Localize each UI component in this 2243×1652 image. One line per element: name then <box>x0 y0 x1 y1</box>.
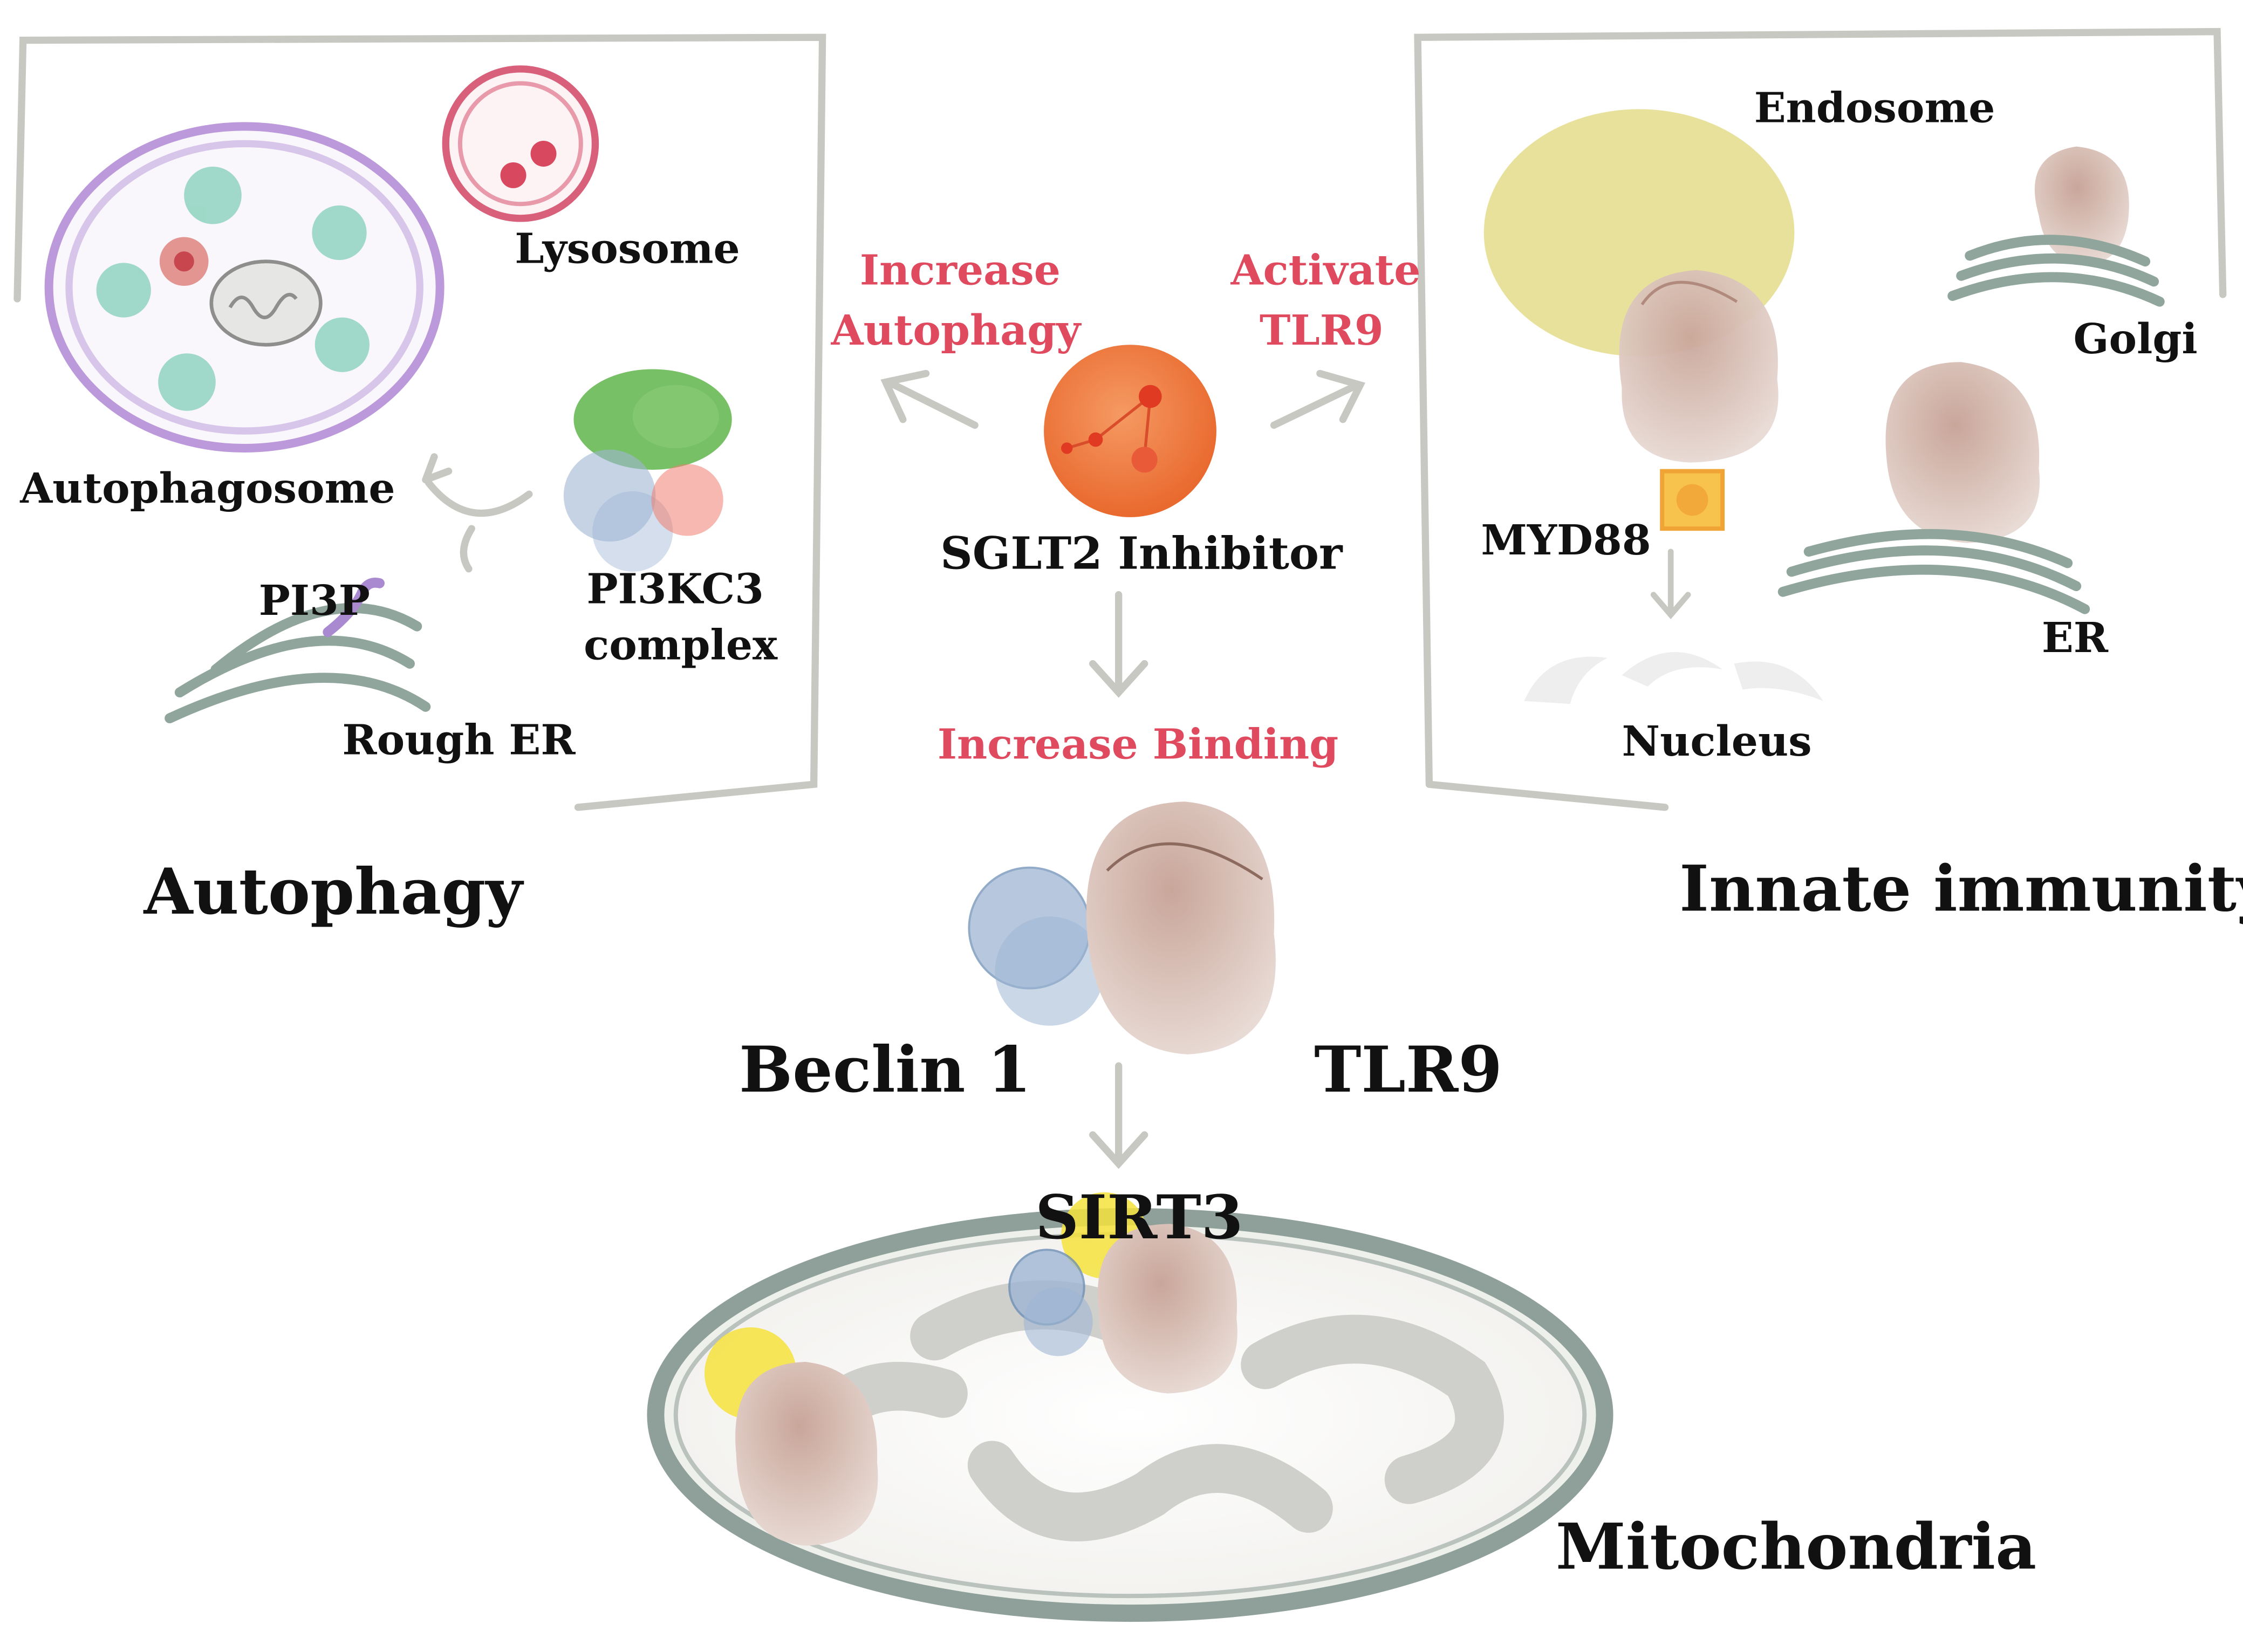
endosome <box>1483 109 1795 531</box>
autophagosome-label: Autophagosome <box>19 464 395 513</box>
curved-arrow-icon <box>422 453 533 573</box>
pi3p-label: PI3P <box>259 576 370 625</box>
golgi-label: Golgi <box>2073 314 2197 364</box>
arrow-right-icon <box>1270 369 1366 429</box>
arrow-down-to-binding-icon <box>1089 591 1148 698</box>
lysosome <box>442 65 599 222</box>
arrow-down-icon <box>1650 549 1691 620</box>
pi3kc3-label-line2: complex <box>584 621 778 670</box>
rough-er-label: Rough ER <box>342 715 576 764</box>
nucleus <box>1524 652 1823 704</box>
golgi <box>1947 146 2165 307</box>
endosome-label: Endosome <box>1754 83 1995 132</box>
increase-autophagy-label-line2: Autophagy <box>831 306 1082 355</box>
sglt2-inhibitor-label: SGLT2 Inhibitor <box>940 527 1343 580</box>
tlr9-label: TLR9 <box>1314 1032 1502 1107</box>
innate-immunity-heading: Innate immunity <box>1679 852 2243 926</box>
activate-tlr9-label-line2: TLR9 <box>1260 306 1384 355</box>
mitochondria-label: Mitochondria <box>1556 1510 2036 1584</box>
mitochondria <box>647 1192 1613 1622</box>
rough-er <box>165 603 431 724</box>
autophagosome <box>44 122 445 453</box>
increase-binding-label: Increase Binding <box>938 719 1338 769</box>
sglt2-inhibitor-molecule <box>1044 345 1216 517</box>
activate-tlr9-label-line1: Activate <box>1230 245 1421 294</box>
sirt3-label: SIRT3 <box>1035 1182 1243 1253</box>
pi3kc3-complex <box>563 369 732 572</box>
beclin-1-label: Beclin 1 <box>739 1032 1031 1107</box>
autophagy-heading: Autophagy <box>143 854 524 929</box>
left-panel-frame <box>13 33 826 811</box>
myd88-label: MYD88 <box>1481 516 1651 565</box>
pi3p-lipid <box>323 578 385 638</box>
er <box>1777 362 2090 614</box>
beclin-tlr9-complex <box>968 801 1276 1054</box>
increase-autophagy-label-line1: Increase <box>860 245 1061 294</box>
nucleus-label: Nucleus <box>1622 717 1812 766</box>
pi3kc3-label-line1: PI3KC3 <box>586 565 763 614</box>
er-label: ER <box>2042 613 2109 662</box>
right-panel-frame <box>1414 28 2227 811</box>
arrow-left-icon <box>880 369 979 429</box>
lysosome-label: Lysosome <box>515 224 740 273</box>
arrow-down-to-sirt3-icon <box>1089 1062 1148 1169</box>
